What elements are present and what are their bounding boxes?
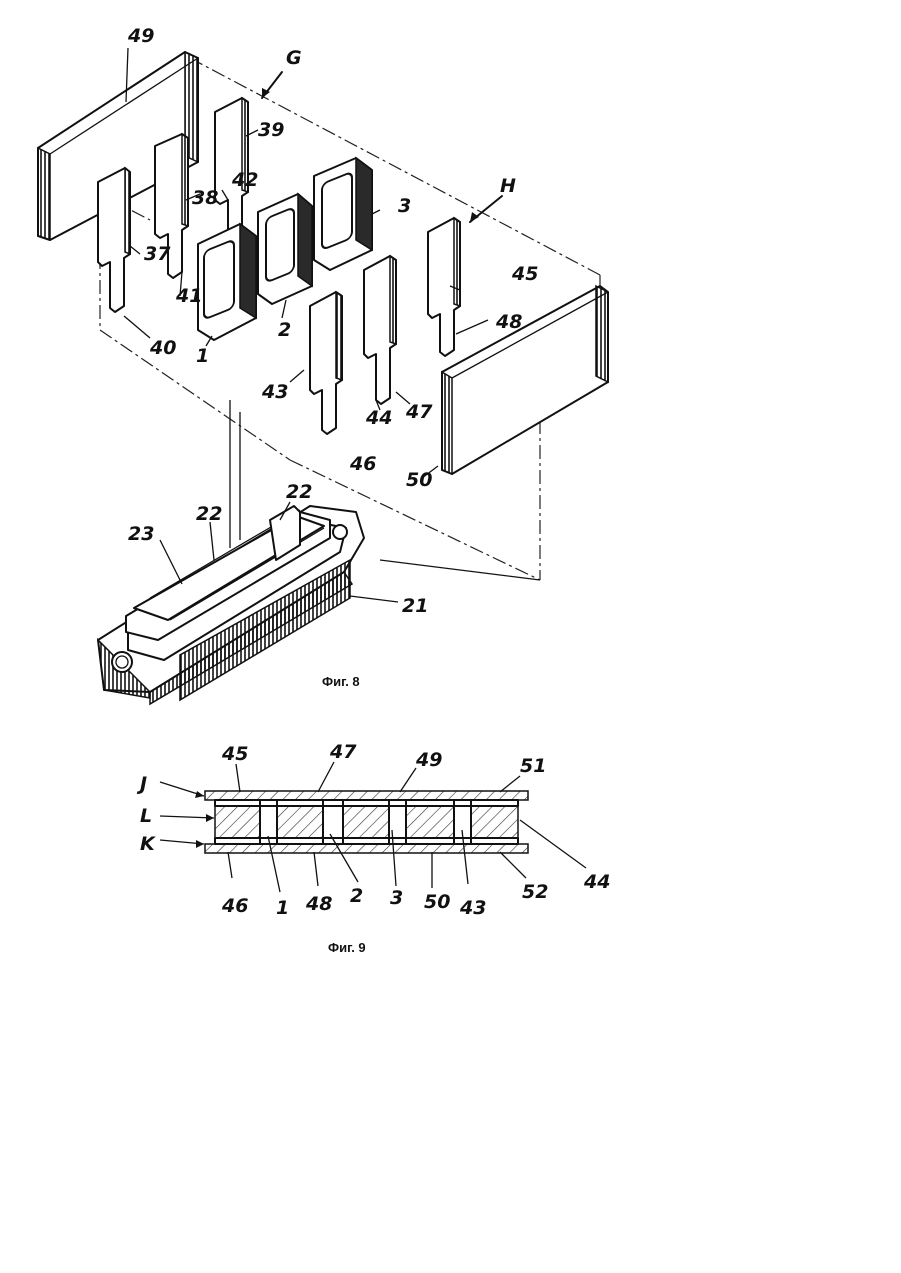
fig9-label-1: 1 xyxy=(276,897,289,919)
fig9-label-50: 50 xyxy=(424,891,450,913)
arrow-h xyxy=(470,196,502,222)
label-47: 47 xyxy=(405,401,433,423)
label-43: 43 xyxy=(261,381,288,403)
bottom-plate-k xyxy=(205,844,528,853)
arrow-g xyxy=(262,72,282,98)
fig9-label-2: 2 xyxy=(350,885,363,907)
figure-9: 45 47 49 51 J L K 46 1 48 2 3 50 43 52 4… xyxy=(136,741,610,955)
label-22b: 22 xyxy=(286,481,312,503)
label-44: 44 xyxy=(365,407,392,429)
fig9-label-46: 46 xyxy=(221,895,248,917)
terminal-45 xyxy=(428,218,460,356)
frame-element-1 xyxy=(198,224,256,340)
label-21: 21 xyxy=(402,595,428,617)
fig9-elements xyxy=(215,800,518,844)
terminal-37 xyxy=(98,168,130,312)
label-50: 50 xyxy=(406,469,432,491)
label-49: 49 xyxy=(127,25,154,47)
frame-element-2 xyxy=(258,194,312,304)
terminal-39 xyxy=(215,98,248,238)
label-g: G xyxy=(286,47,302,69)
fig9-label-3: 3 xyxy=(390,887,403,909)
label-37: 37 xyxy=(144,243,171,265)
fig9-label-45: 45 xyxy=(221,743,248,765)
top-plate-j xyxy=(205,791,528,800)
fig8-caption: Фиг. 8 xyxy=(322,674,360,689)
label-46: 46 xyxy=(349,453,376,475)
fig9-label-k: K xyxy=(140,833,156,855)
fig9-label-47: 47 xyxy=(329,741,357,763)
fig9-label-48: 48 xyxy=(305,893,332,915)
fig9-label-49: 49 xyxy=(415,749,442,771)
fig9-label-51: 51 xyxy=(520,755,546,777)
plate-50 xyxy=(442,286,608,474)
label-2: 2 xyxy=(278,319,291,341)
frame-element-3 xyxy=(314,158,372,270)
terminal-44 xyxy=(364,256,396,404)
label-48: 48 xyxy=(495,311,522,333)
label-41: 41 xyxy=(175,285,202,307)
fig9-caption: Фиг. 9 xyxy=(328,940,366,955)
terminal-43 xyxy=(310,292,342,434)
label-39: 39 xyxy=(258,119,284,141)
label-42: 42 xyxy=(231,169,258,191)
label-22a: 22 xyxy=(196,503,222,525)
fig9-label-j: J xyxy=(136,773,147,795)
label-h: H xyxy=(500,175,516,197)
fig9-label-l: L xyxy=(140,805,152,827)
label-1: 1 xyxy=(196,345,209,367)
label-45: 45 xyxy=(511,263,538,285)
label-40: 40 xyxy=(149,337,176,359)
figure-8: 49 G 39 42 3 38 H 37 41 45 40 1 2 48 43 … xyxy=(38,25,608,704)
fig9-label-44: 44 xyxy=(583,871,610,893)
fig9-label-43: 43 xyxy=(459,897,486,919)
label-23: 23 xyxy=(128,523,154,545)
label-3: 3 xyxy=(398,195,411,217)
label-38: 38 xyxy=(192,187,218,209)
fig9-label-52: 52 xyxy=(522,881,548,903)
